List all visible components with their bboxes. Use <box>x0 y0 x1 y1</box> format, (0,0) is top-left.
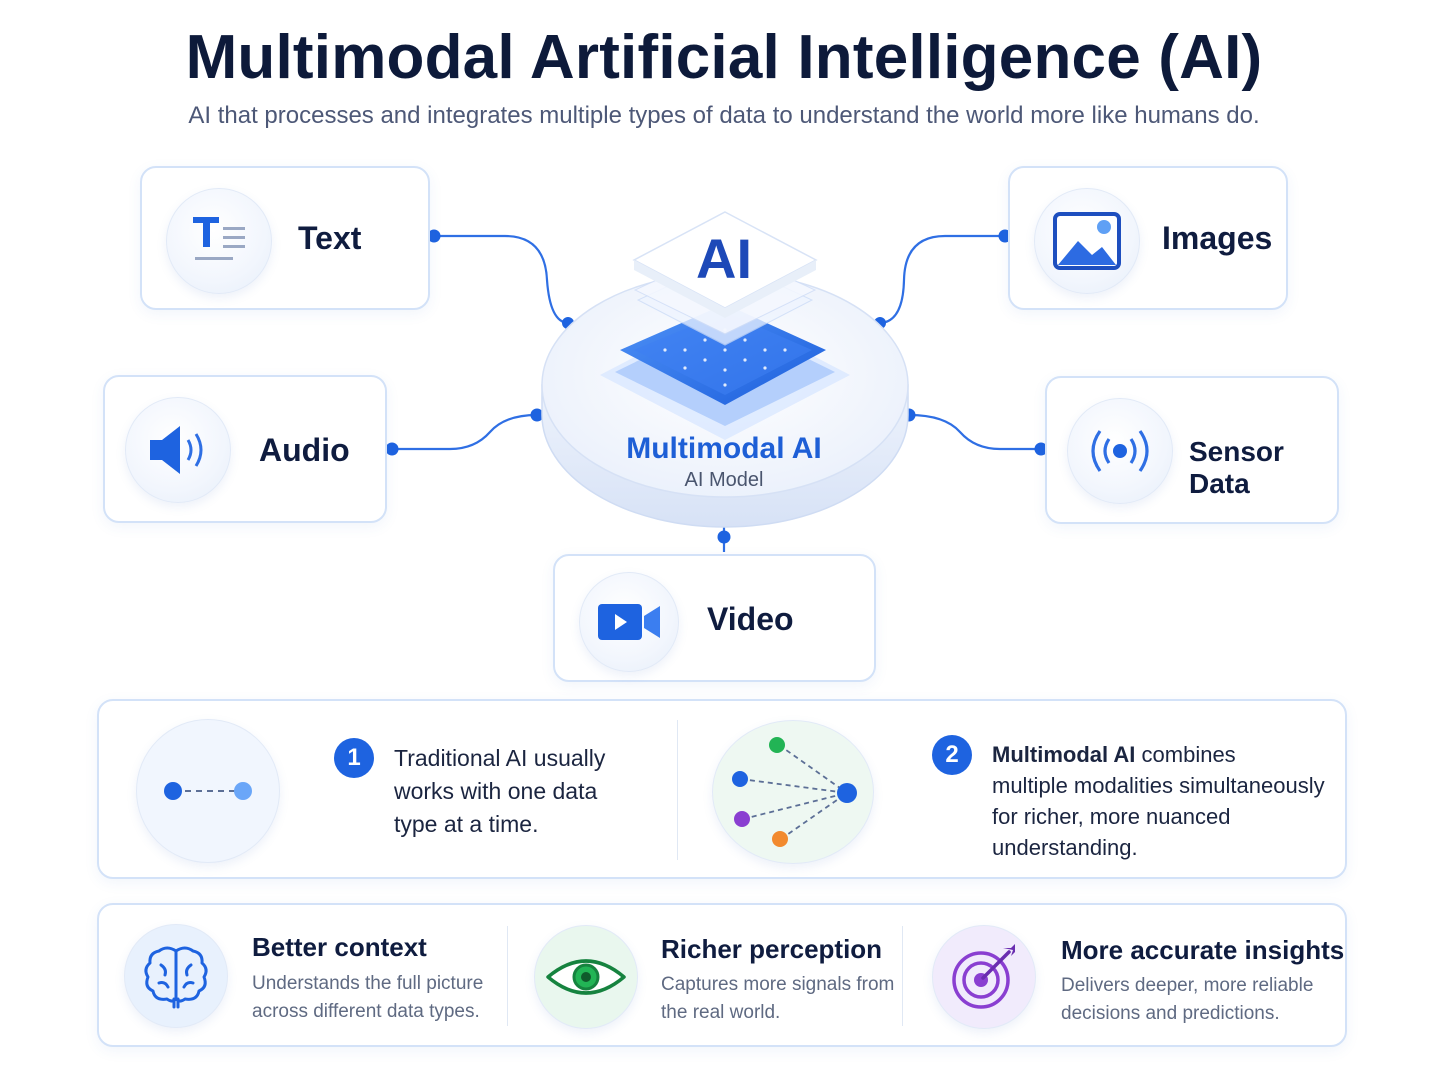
connector-images <box>879 234 1005 325</box>
benefit-icon-circle-insights <box>932 925 1036 1029</box>
multi-modality-circle <box>712 720 874 864</box>
modality-label-video: Video <box>707 601 794 637</box>
multimodal-ai-hub <box>541 211 909 528</box>
hub-subtitle: AI Model <box>684 469 764 491</box>
video-camera-icon <box>598 604 660 640</box>
modality-card-video: Video <box>553 554 876 682</box>
benefit-desc-perception: Captures more signals from the real worl… <box>661 974 895 1023</box>
modality-card-audio: Audio <box>103 375 387 523</box>
target-icon <box>952 944 1015 1009</box>
traditional-ai-text: Traditional AI usually works with one da… <box>394 745 606 837</box>
multi-link-icon <box>732 737 857 847</box>
benefit-title-context: Better context <box>252 932 427 962</box>
video-icon-circle <box>579 572 679 672</box>
modality-card-images: Images <box>1008 166 1288 310</box>
modality-card-sensor: Sensor Data <box>1045 376 1339 524</box>
page-title: Multimodal Artificial Intelligence (AI) <box>185 23 1263 92</box>
page-subtitle: AI that processes and integrates multipl… <box>188 102 1260 129</box>
benefit-desc-insights: Delivers deeper, more reliable decisions… <box>1061 975 1314 1024</box>
benefit-desc-context: Understands the full picture across diff… <box>252 973 484 1022</box>
benefit-icon-circle-perception <box>534 925 638 1029</box>
text-icon-circle <box>166 188 272 294</box>
eye-icon <box>546 959 626 995</box>
single-link-icon <box>164 782 252 800</box>
benefit-icon-circle-context <box>124 924 228 1028</box>
brain-icon <box>144 946 208 1009</box>
text-icon <box>193 217 245 260</box>
comparison-divider <box>677 720 678 860</box>
connector-lines <box>385 229 1048 552</box>
sensor-icon-circle <box>1067 398 1173 504</box>
signal-icon <box>1091 430 1149 472</box>
benefit-divider-2 <box>902 926 903 1026</box>
connector-sensor <box>908 413 1041 451</box>
ai-chip-label: AI <box>696 227 752 290</box>
connector-text <box>434 234 569 325</box>
modality-label-sensor: Sensor Data <box>1189 436 1284 499</box>
benefit-title-insights: More accurate insights <box>1061 935 1345 965</box>
modality-label-images: Images <box>1162 220 1273 256</box>
benefit-divider-1 <box>507 926 508 1026</box>
single-modality-circle <box>136 719 280 863</box>
images-icon-circle <box>1034 188 1140 294</box>
benefit-title-perception: Richer perception <box>661 934 883 964</box>
modality-label-text: Text <box>298 220 362 256</box>
step-number-1: 1 <box>334 738 374 778</box>
benefits-panel <box>97 903 1347 1047</box>
step-number-2: 2 <box>932 735 972 775</box>
image-icon <box>1053 212 1121 270</box>
audio-icon-circle <box>125 397 231 503</box>
speaker-icon <box>150 426 203 474</box>
multimodal-ai-text: Multimodal AI combines multiple modaliti… <box>992 742 1325 860</box>
hub-title: Multimodal AI <box>626 432 822 465</box>
modality-label-audio: Audio <box>259 432 350 468</box>
modality-card-text: Text <box>140 166 430 310</box>
connector-audio <box>392 413 538 451</box>
